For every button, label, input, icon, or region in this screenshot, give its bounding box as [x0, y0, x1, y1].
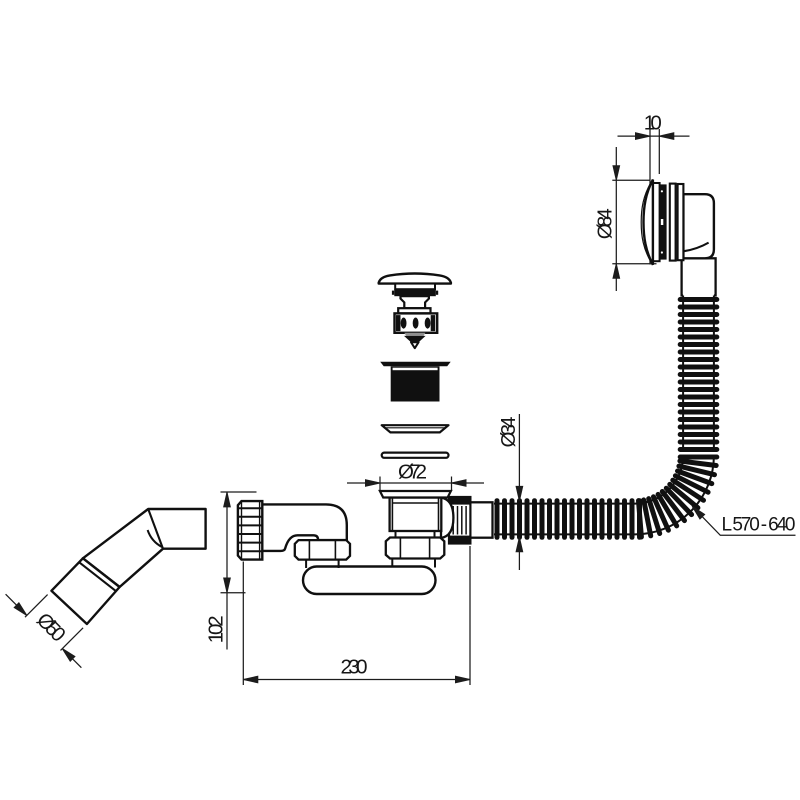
plug-stem	[399, 295, 430, 310]
trap-assembly	[236, 489, 472, 596]
dimension-labels: 10 Ø84 Ø34 Ø72 102 230 Ø50 L 570 - 640	[32, 112, 796, 679]
popup-plug	[377, 272, 453, 350]
label-overflow-diameter: Ø84	[594, 208, 617, 239]
plug-valve-cone	[404, 335, 426, 343]
dim-50-arrow-a	[13, 602, 28, 616]
trap-bowl	[301, 565, 437, 596]
strainer-body	[380, 361, 451, 402]
plug-collar	[394, 282, 437, 291]
overflow-body	[682, 193, 716, 260]
label-body-height: 102	[205, 615, 228, 643]
dim-230-arrow-right	[455, 675, 471, 684]
label-body-width: 230	[341, 656, 368, 679]
label-flange-diameter: Ø72	[398, 461, 427, 484]
washer	[380, 451, 450, 459]
drain-outlet-dome	[439, 496, 455, 540]
dim-50-ext-a	[24, 594, 49, 618]
hose-drain-sleeve	[469, 501, 494, 539]
dim-230-arrow-left	[243, 675, 259, 684]
overflow-cap-face	[642, 179, 655, 266]
top-annotations	[515, 414, 796, 570]
dim-84-arrow-bottom	[612, 263, 621, 279]
dim-102-arrow-bottom	[223, 577, 231, 593]
trap-inlet-nut	[293, 538, 352, 561]
strainer-thread	[390, 366, 440, 402]
outlet-pipe	[50, 507, 207, 626]
overflow-assembly	[640, 179, 717, 297]
label-hose-diameter: Ø34	[497, 417, 520, 448]
plug-cage-hole	[412, 317, 419, 329]
dim-102-arrow-top	[223, 492, 231, 508]
dim-84-arrow-top	[612, 165, 621, 181]
dim-72-arrow-right	[451, 479, 467, 487]
overflow-plate-front	[668, 182, 677, 262]
drain-outlet-nut	[384, 536, 446, 560]
outlet-socket-edge	[78, 561, 117, 592]
plug-cap	[377, 272, 453, 285]
gasket-profile	[380, 424, 450, 434]
dim-34-arrow-top	[515, 485, 524, 502]
gasket	[380, 424, 450, 434]
overflow-cap-dot-bottom	[660, 251, 664, 254]
washer-profile	[380, 451, 450, 459]
hose-nut-band-bottom	[448, 535, 472, 544]
dim-hose-length	[691, 505, 796, 536]
hose-ribs	[494, 297, 720, 540]
overflow-hose-sleeve	[680, 257, 717, 297]
plug-cage-wall-left	[395, 315, 401, 332]
overflow-cap-slot	[660, 219, 664, 225]
strainer-groove	[392, 367, 438, 371]
outlet-tube	[50, 557, 121, 626]
dim-hose-diameter	[515, 414, 524, 570]
plug-cage-hole	[424, 317, 431, 329]
plug-valve-tip	[410, 341, 420, 350]
label-cap-offset: 10	[644, 112, 662, 135]
drain-flange	[378, 489, 453, 499]
overflow-cap-face-outer	[640, 182, 652, 263]
dim-body-width	[242, 546, 471, 685]
dim-overflow-diameter	[612, 147, 657, 291]
dim-outlet-diameter	[5, 593, 84, 669]
overflow-hose	[469, 294, 720, 540]
dim-34-arrow-bottom	[515, 537, 524, 553]
plug-valve-collar	[404, 332, 426, 336]
dim-72-arrow-left	[365, 479, 381, 487]
plug-cage-wall-right	[430, 315, 436, 332]
hose-nut-band-top	[448, 496, 472, 505]
plug-cage-hole	[400, 317, 407, 329]
dim-50-arrow-b	[61, 648, 76, 662]
dim-flange-diameter	[347, 476, 484, 491]
overflow-plate-rear	[676, 182, 685, 262]
plug-seal-nub-right	[435, 290, 439, 295]
dimension-annotations	[5, 129, 690, 685]
dim-body-height	[220, 491, 257, 650]
outlet-miter	[147, 508, 164, 550]
label-hose-length: L 570 - 640	[722, 515, 796, 536]
outlet-inner-bend	[146, 529, 163, 548]
leader-arrow	[691, 505, 706, 520]
overflow-cap-dot-top	[660, 190, 664, 193]
overflow-body-curve	[683, 241, 710, 253]
plug-seal-nub-left	[391, 290, 395, 295]
dim-50-ext-b	[60, 627, 84, 651]
dim-10-arrow-left	[635, 132, 651, 141]
dim-10-arrow-right	[659, 132, 675, 141]
strainer-flange	[380, 361, 451, 367]
plug-seal	[394, 289, 436, 297]
